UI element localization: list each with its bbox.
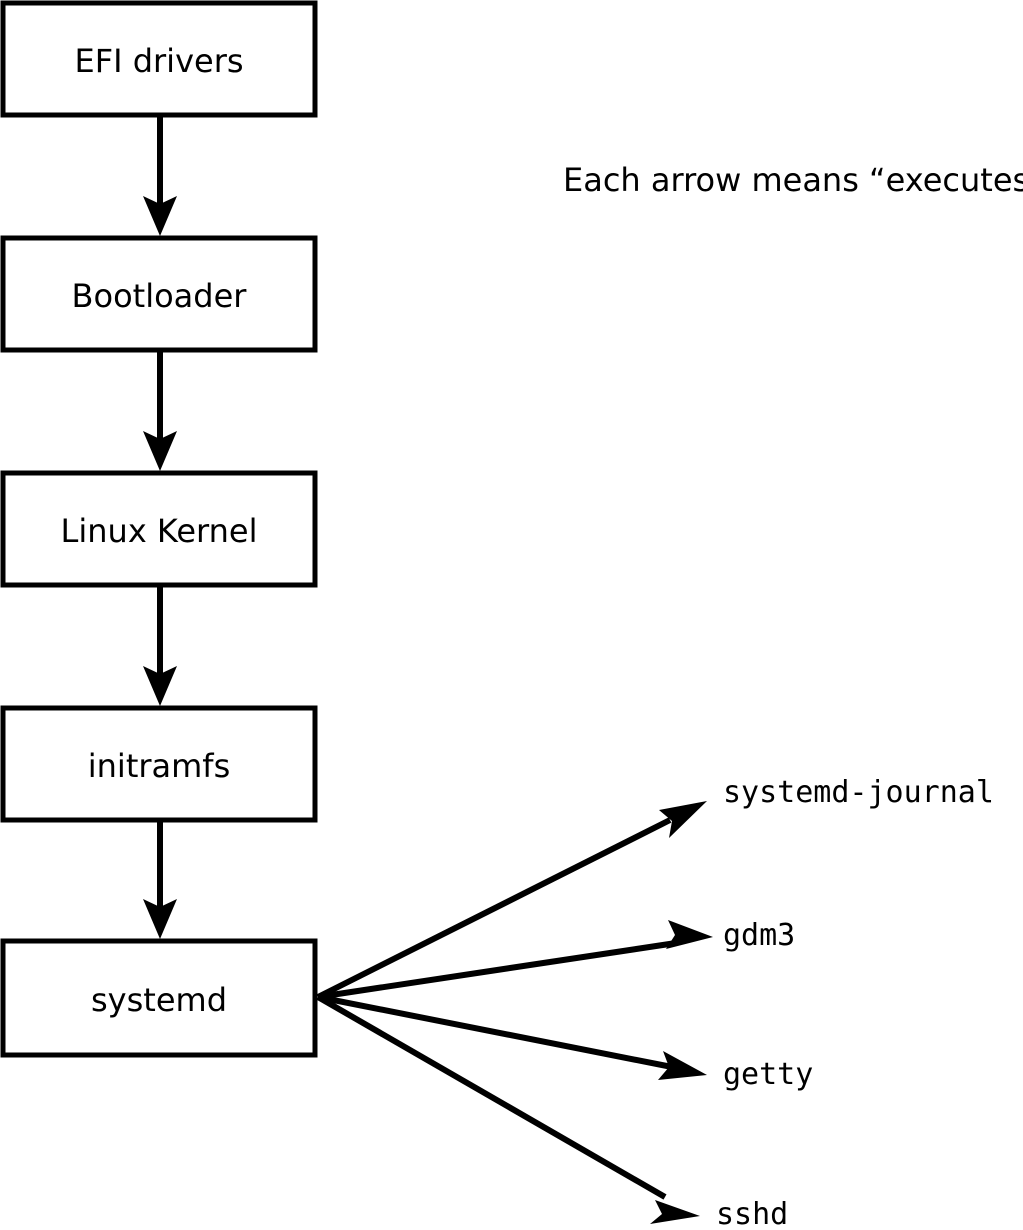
stage-label-efi-drivers: EFI drivers: [74, 42, 243, 80]
arrow-head-down-icon: [143, 431, 177, 471]
stage-label-bootloader: Bootloader: [72, 277, 248, 315]
stage-label-initramfs: initramfs: [88, 747, 230, 785]
service-arrow-sshd: [316, 994, 700, 1224]
stage-node-linux-kernel[interactable]: Linux Kernel: [0, 470, 318, 588]
stage-node-bootloader[interactable]: Bootloader: [0, 235, 318, 353]
service-arrow-shaft: [317, 994, 673, 1070]
service-label-getty[interactable]: getty: [723, 1057, 813, 1092]
stage-node-efi-drivers[interactable]: EFI drivers: [0, 0, 318, 118]
arrow-head-icon: [650, 1200, 700, 1224]
stage-node-initramfs[interactable]: initramfs: [0, 705, 318, 823]
service-arrow-getty: [317, 994, 707, 1080]
legend-note: Each arrow means “executes”.: [563, 161, 1023, 199]
arrow-head-down-icon: [143, 666, 177, 706]
boot-chain-group: EFI drivers Bootloader Linux Kernel init…: [0, 0, 318, 1058]
stage-box-bootloader[interactable]: [0, 235, 318, 353]
stage-label-linux-kernel: Linux Kernel: [61, 512, 258, 550]
flow-arrow-bootloader-to-kernel: [143, 352, 177, 471]
service-arrow-shaft: [316, 994, 667, 1200]
stage-box-linux-kernel[interactable]: [0, 470, 318, 588]
stage-box-efi-drivers[interactable]: [0, 0, 318, 118]
service-arrow-shaft: [317, 940, 677, 1000]
flow-arrows-group: [143, 117, 177, 939]
flow-arrow-efi-to-bootloader: [143, 117, 177, 236]
arrow-head-icon: [666, 920, 713, 949]
service-arrow-gdm3: [317, 920, 713, 1000]
service-arrow-shaft: [316, 817, 672, 1000]
flow-arrow-initramfs-to-systemd: [143, 822, 177, 939]
service-arrow-systemd-journal: [316, 801, 707, 1000]
stage-box-systemd[interactable]: [0, 938, 318, 1058]
stage-label-systemd: systemd: [91, 981, 227, 1019]
stage-box-initramfs[interactable]: [0, 705, 318, 823]
service-label-systemd-journal[interactable]: systemd-journal: [723, 775, 994, 810]
service-label-sshd[interactable]: sshd: [716, 1197, 788, 1230]
service-labels-group: systemd-journal gdm3 getty sshd: [716, 775, 994, 1230]
arrow-head-down-icon: [143, 899, 177, 939]
arrow-head-icon: [659, 801, 707, 838]
stage-node-systemd[interactable]: systemd: [0, 938, 318, 1058]
flow-arrow-kernel-to-initramfs: [143, 587, 177, 706]
arrow-head-icon: [658, 1051, 707, 1080]
service-fanout-group: [316, 801, 713, 1224]
service-label-gdm3[interactable]: gdm3: [723, 918, 795, 953]
arrow-head-down-icon: [143, 196, 177, 236]
